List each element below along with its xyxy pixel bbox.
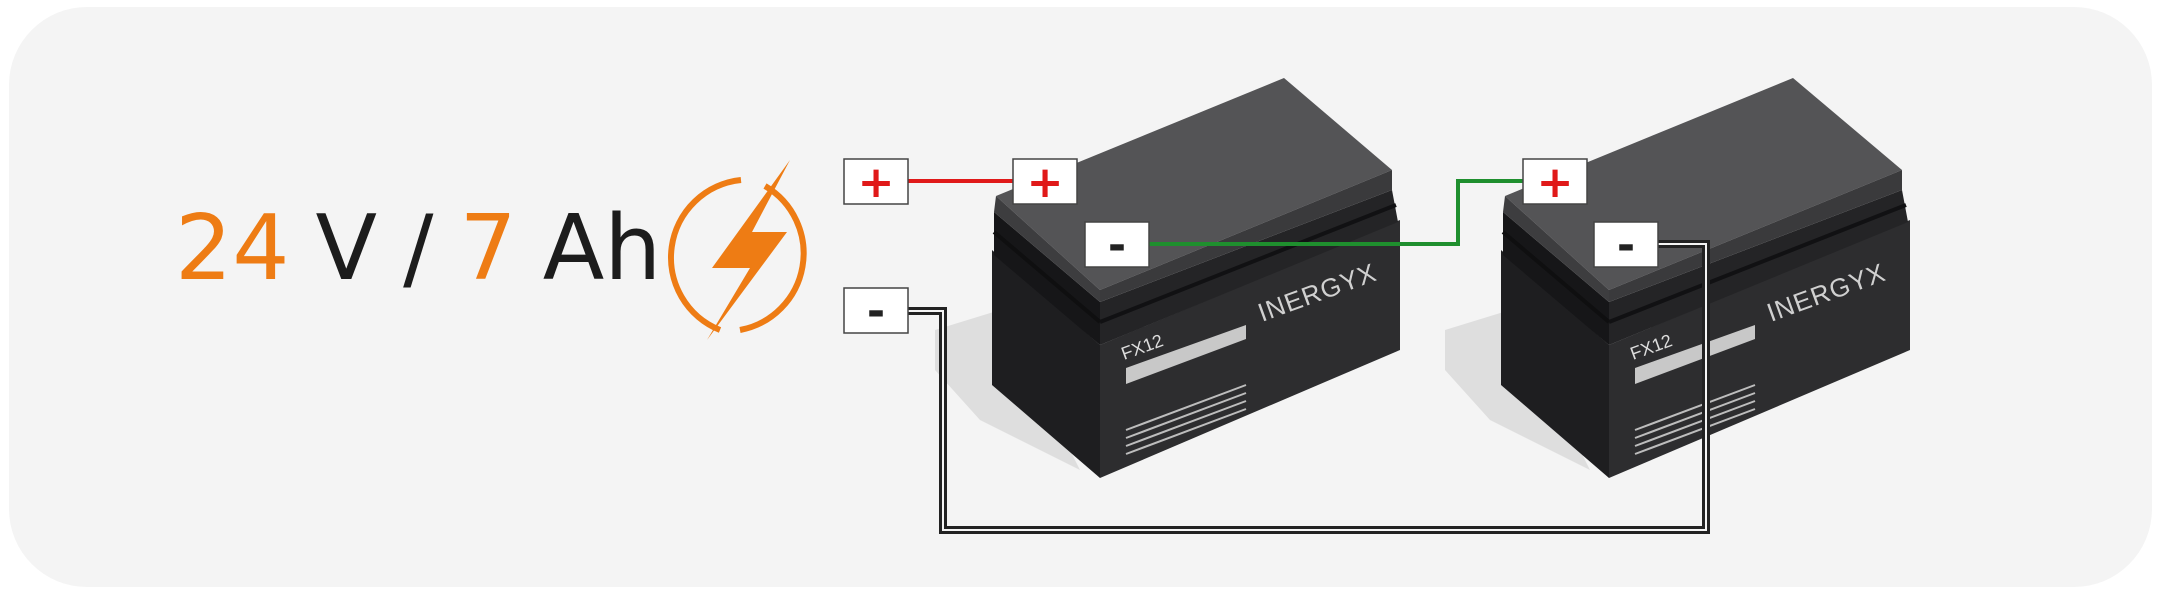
voltage-unit: V <box>315 195 378 301</box>
voltage-value: 24 <box>175 195 290 301</box>
battery-1-negative-terminal: - <box>1084 220 1150 271</box>
spec-separator: / <box>403 195 434 301</box>
lightning-bolt-icon <box>667 160 807 340</box>
battery-1-positive-terminal: + <box>1012 157 1078 208</box>
svg-text:-: - <box>867 286 885 337</box>
output-negative-terminal: - <box>843 286 909 337</box>
wiring <box>908 179 1710 534</box>
capacity-unit: Ah <box>542 195 662 301</box>
battery-2-positive-terminal: + <box>1522 157 1588 208</box>
svg-text:-: - <box>1617 220 1635 271</box>
svg-text:-: - <box>1108 220 1126 271</box>
battery-1: FX12 INERGYX <box>935 78 1400 478</box>
svg-text:+: + <box>1537 157 1574 208</box>
svg-text:+: + <box>1027 157 1064 208</box>
output-positive-terminal: + <box>843 157 909 208</box>
spec-label: 24 V / 7 Ah <box>175 178 661 318</box>
battery-2: FX12 INERGYX <box>1445 78 1910 478</box>
battery-2-negative-terminal: - <box>1593 220 1659 271</box>
svg-text:+: + <box>858 157 895 208</box>
series-link-wire <box>1149 179 1523 246</box>
capacity-value: 7 <box>459 195 517 301</box>
